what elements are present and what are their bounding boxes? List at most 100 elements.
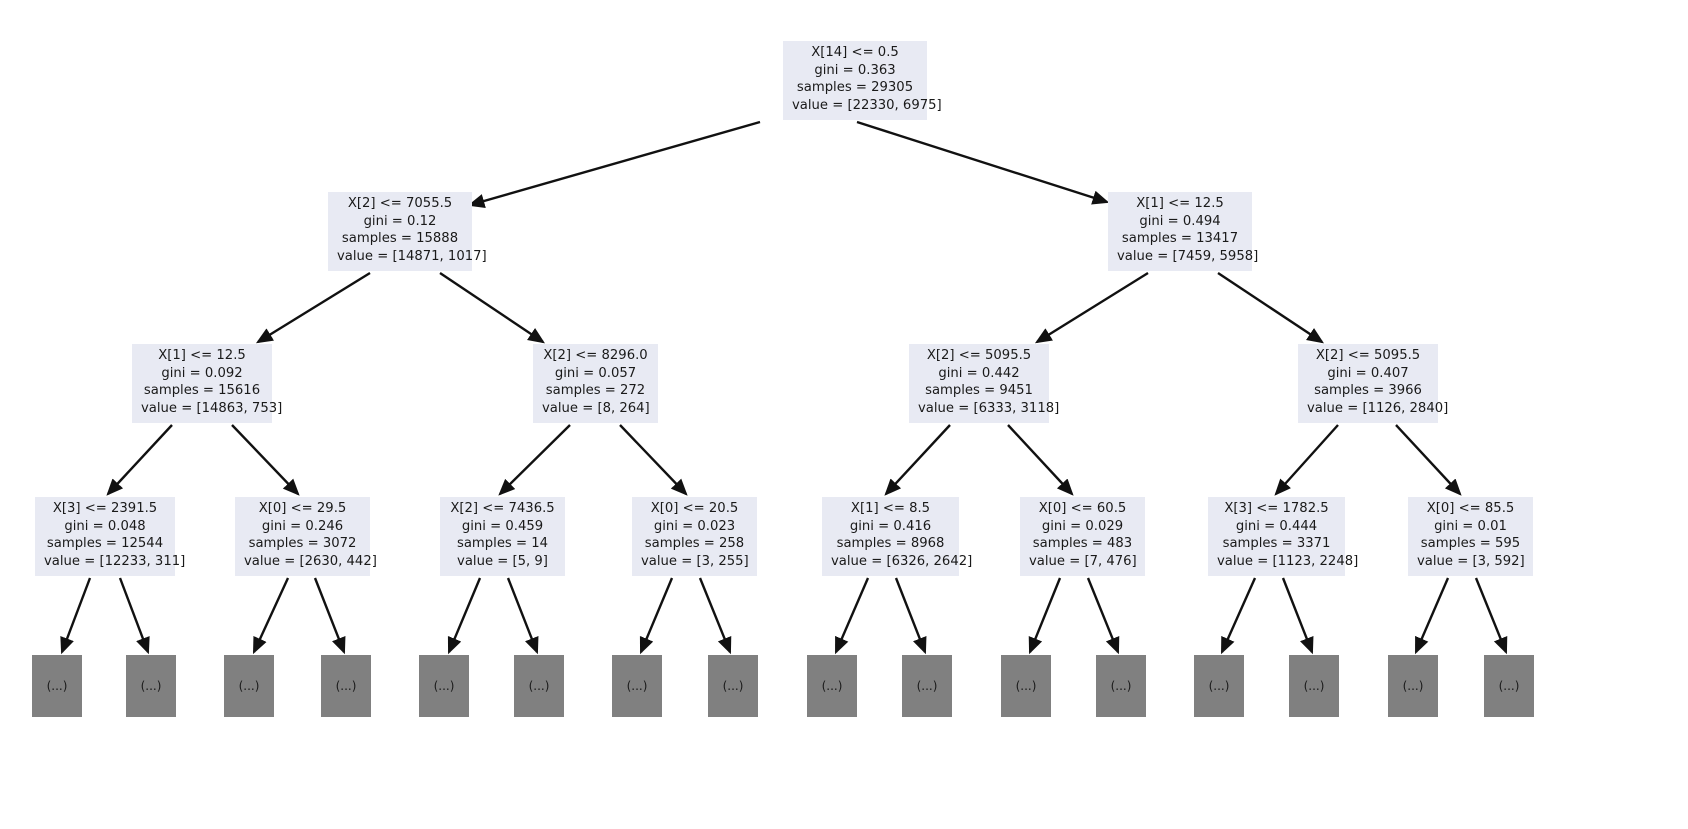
node-samples: samples = 3371 xyxy=(1222,536,1331,552)
tree-edge xyxy=(106,424,173,496)
node-value: value = [22330, 6975] xyxy=(792,97,942,113)
leaf-truncation-label: (...) xyxy=(916,679,938,693)
leaf-truncation-label: (...) xyxy=(335,679,357,693)
node-samples: samples = 29305 xyxy=(796,80,914,96)
tree-edge xyxy=(506,577,539,655)
leaf-truncation-label: (...) xyxy=(1303,679,1325,693)
node-condition: X[2] <= 7055.5 xyxy=(347,196,453,211)
node-gini: gini = 0.057 xyxy=(554,365,637,381)
node-samples: samples = 13417 xyxy=(1121,231,1239,247)
node-condition: X[1] <= 8.5 xyxy=(850,501,931,516)
tree-leaf-l7[interactable]: (...) xyxy=(708,655,758,717)
tree-edge xyxy=(1281,577,1314,655)
node-condition: X[0] <= 85.5 xyxy=(1426,501,1515,516)
tree-edge xyxy=(856,120,1110,205)
tree-node-n7[interactable]: X[3] <= 2391.5 gini = 0.048 samples = 1254… xyxy=(35,497,186,576)
tree-leaf-l11[interactable]: (...) xyxy=(1096,655,1146,717)
tree-edge xyxy=(498,424,571,496)
node-condition: X[2] <= 7436.5 xyxy=(450,501,555,516)
node-samples: samples = 483 xyxy=(1032,536,1133,552)
node-value: value = [2630, 442] xyxy=(244,553,377,569)
node-gini: gini = 0.029 xyxy=(1041,518,1124,534)
node-condition: X[0] <= 29.5 xyxy=(258,501,347,516)
leaf-truncation-label: (...) xyxy=(528,679,550,693)
leaf-truncation-label: (...) xyxy=(1498,679,1520,693)
leaf-truncation-label: (...) xyxy=(238,679,260,693)
node-value: value = [7459, 5958] xyxy=(1117,248,1259,264)
tree-edge xyxy=(231,424,300,496)
node-samples: samples = 12544 xyxy=(46,536,164,552)
tree-edge xyxy=(255,271,371,344)
node-gini: gini = 0.407 xyxy=(1327,365,1409,381)
leaf-truncation-label: (...) xyxy=(1110,679,1132,693)
node-gini: gini = 0.048 xyxy=(64,518,146,534)
node-value: value = [6333, 3118] xyxy=(918,400,1060,416)
tree-edge xyxy=(1217,272,1324,344)
node-value: value = [12233, 311] xyxy=(44,553,186,569)
node-gini: gini = 0.12 xyxy=(363,213,437,229)
tree-leaf-l9[interactable]: (...) xyxy=(902,655,952,717)
tree-leaf-l13[interactable]: (...) xyxy=(1289,655,1339,717)
tree-edge xyxy=(884,424,951,496)
node-gini: gini = 0.023 xyxy=(653,518,736,534)
tree-edge xyxy=(1474,577,1508,655)
leaf-truncation-label: (...) xyxy=(1402,679,1424,693)
tree-edge xyxy=(1007,424,1074,496)
tree-leaf-l5[interactable]: (...) xyxy=(514,655,564,717)
node-gini: gini = 0.01 xyxy=(1434,518,1507,534)
node-gini: gini = 0.092 xyxy=(161,365,243,381)
tree-leaf-l4[interactable]: (...) xyxy=(419,655,469,717)
tree-leaf-l10[interactable]: (...) xyxy=(1001,655,1051,717)
tree-leaf-l14[interactable]: (...) xyxy=(1388,655,1438,717)
node-condition: X[2] <= 5095.5 xyxy=(1315,348,1421,363)
tree-edge xyxy=(60,577,92,655)
tree-edge xyxy=(639,577,674,655)
tree-leaf-l2[interactable]: (...) xyxy=(224,655,274,717)
tree-edge xyxy=(894,577,927,655)
tree-edge xyxy=(1220,577,1257,655)
node-gini: gini = 0.363 xyxy=(814,62,896,78)
node-gini: gini = 0.416 xyxy=(849,518,932,534)
tree-node-n6[interactable]: X[2] <= 5095.5 gini = 0.407 samples = 3966… xyxy=(1298,344,1449,423)
tree-leaf-l8[interactable]: (...) xyxy=(807,655,857,717)
node-value: value = [3, 255] xyxy=(641,553,749,569)
node-samples: samples = 15616 xyxy=(143,383,261,399)
node-condition: X[0] <= 20.5 xyxy=(650,501,739,516)
node-samples: samples = 258 xyxy=(644,536,745,552)
tree-leaf-l12[interactable]: (...) xyxy=(1194,655,1244,717)
node-condition: X[0] <= 60.5 xyxy=(1038,501,1127,516)
node-gini: gini = 0.459 xyxy=(461,518,544,534)
leaf-truncation-label: (...) xyxy=(1015,679,1037,693)
node-value: value = [1126, 2840] xyxy=(1307,400,1449,416)
tree-edge xyxy=(619,424,688,496)
tree-edge xyxy=(1028,577,1062,655)
tree-leaf-l6[interactable]: (...) xyxy=(612,655,662,717)
node-value: value = [5, 9] xyxy=(457,553,548,569)
leaf-truncation-label: (...) xyxy=(1208,679,1230,693)
node-condition: X[2] <= 5095.5 xyxy=(926,348,1032,363)
tree-leaf-l15[interactable]: (...) xyxy=(1484,655,1534,717)
tree-leaf-l1[interactable]: (...) xyxy=(126,655,176,717)
node-gini: gini = 0.494 xyxy=(1139,213,1221,229)
node-condition: X[2] <= 8296.0 xyxy=(543,348,648,363)
tree-leaf-l0[interactable]: (...) xyxy=(32,655,82,717)
node-value: value = [14871, 1017] xyxy=(337,248,487,264)
node-condition: X[3] <= 2391.5 xyxy=(52,501,158,516)
tree-leaf-l3[interactable]: (...) xyxy=(321,655,371,717)
node-samples: samples = 3966 xyxy=(1314,383,1422,399)
tree-edge xyxy=(467,120,761,208)
